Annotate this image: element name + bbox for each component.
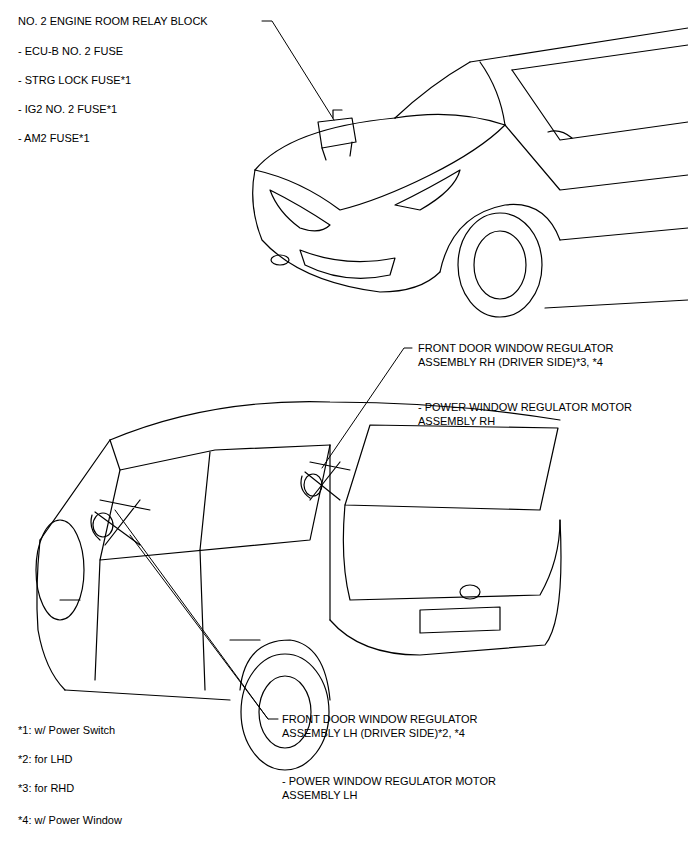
fuse-name: - STRG LOCK FUSE*1 — [18, 73, 268, 87]
windshield-base — [395, 114, 505, 125]
c-pillar — [329, 445, 330, 620]
part-name: FRONT DOOR WINDOW REGULATOR ASSEMBLY LH … — [282, 712, 510, 740]
headlamp-right — [395, 170, 460, 210]
grille — [300, 250, 395, 278]
relay-block-bracket — [322, 110, 352, 160]
leader-line — [262, 21, 334, 120]
regulator-rails — [301, 462, 350, 500]
fuse-name: - ECU-B NO. 2 FUSE — [18, 44, 268, 58]
leader-lines — [115, 21, 412, 719]
roof-line — [470, 28, 688, 62]
fuse-name: - AM2 FUSE*1 — [18, 131, 268, 145]
door-handle — [60, 599, 80, 600]
footnote: *4: w/ Power Window — [18, 813, 218, 827]
sill — [65, 690, 230, 700]
leader-line — [115, 510, 278, 719]
front-wheel — [458, 213, 542, 317]
rear-car-drawing — [36, 402, 561, 770]
part-name: - POWER WINDOW REGULATOR MOTOR ASSEMBLY … — [418, 400, 680, 428]
hood-edge — [255, 118, 395, 170]
a-pillar-right — [480, 62, 505, 125]
footnote: *2: for LHD — [18, 752, 218, 766]
regulator-motor — [304, 474, 322, 496]
side-window — [512, 70, 688, 140]
side-windows — [100, 445, 330, 560]
front-end — [37, 540, 65, 690]
hood-front — [255, 125, 505, 210]
emblem — [460, 585, 480, 599]
door-handle — [230, 639, 260, 640]
door-line — [505, 125, 688, 190]
regulator-rails — [91, 500, 150, 545]
regulator-motor — [93, 513, 113, 537]
a-pillar — [395, 62, 470, 118]
window-regulator-rh — [301, 462, 350, 500]
wheel-rim — [474, 231, 526, 299]
front-wheel — [36, 520, 84, 620]
leader-line — [322, 348, 412, 468]
headlamp-left — [270, 190, 330, 231]
rear-wheel-arch — [240, 640, 330, 700]
footnote: *3: for RHD — [18, 781, 218, 795]
window-top — [512, 45, 688, 70]
part-name: NO. 2 ENGINE ROOM RELAY BLOCK — [18, 14, 268, 28]
part-name: - POWER WINDOW REGULATOR MOTOR ASSEMBLY … — [282, 774, 544, 802]
sill-line — [560, 228, 688, 240]
front-car-drawing — [253, 28, 688, 317]
relay-block — [318, 118, 356, 148]
windshield-pillar — [40, 440, 110, 540]
footnote: *1: w/ Power Switch — [18, 723, 218, 737]
rear-wheel — [241, 654, 329, 770]
part-name: FRONT DOOR WINDOW REGULATOR ASSEMBLY RH … — [418, 341, 646, 369]
license-plate — [420, 607, 500, 633]
mirror — [548, 131, 572, 138]
rear-window — [345, 425, 558, 510]
leader-line — [130, 535, 268, 719]
rear-bumper — [330, 520, 561, 655]
b-pillar — [200, 452, 210, 550]
hatch — [343, 505, 560, 600]
window-regulator-lh — [91, 500, 150, 545]
fuse-name: - IG2 NO. 2 FUSE*1 — [18, 102, 268, 116]
fog-lamp — [271, 255, 289, 265]
front-bumper — [253, 170, 440, 292]
ground-shadow — [545, 300, 688, 308]
window-top — [110, 440, 330, 470]
door-lines — [95, 550, 205, 690]
